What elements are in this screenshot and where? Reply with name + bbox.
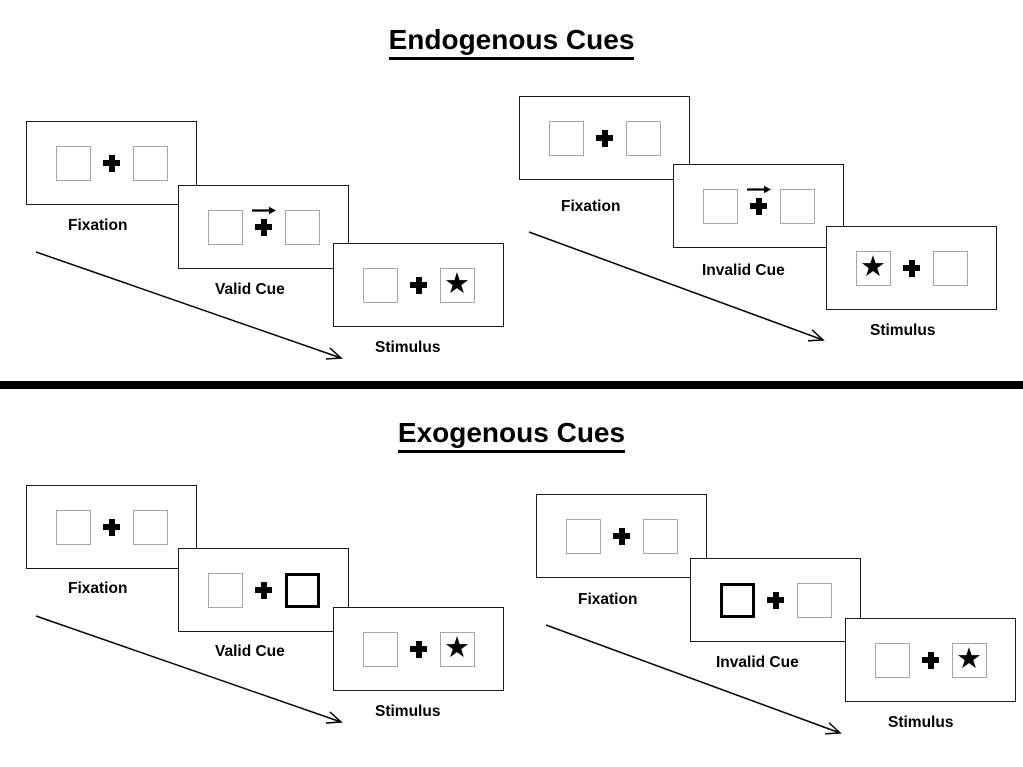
fixation-cross-wrap bbox=[91, 143, 133, 183]
fixation-cross-icon bbox=[410, 640, 427, 658]
panel-content bbox=[207, 570, 320, 610]
fixation-cross-wrap bbox=[738, 185, 780, 226]
trial-panel-fixation bbox=[26, 485, 197, 569]
trial-panel-valid-cue bbox=[178, 185, 349, 269]
cue-arrow-right-icon bbox=[251, 206, 277, 215]
panel-caption-valid-cue: Valid Cue bbox=[215, 643, 285, 660]
fixation-cross-wrap bbox=[755, 580, 797, 620]
trial-panel-fixation bbox=[26, 121, 197, 205]
left-placeholder-square bbox=[874, 642, 910, 678]
right-placeholder-square bbox=[132, 145, 168, 181]
fixation-cross-wrap bbox=[601, 516, 643, 556]
right-placeholder-square bbox=[796, 582, 832, 618]
section-divider bbox=[0, 381, 1023, 389]
panel-caption-stimulus: Stimulus bbox=[888, 714, 954, 731]
panel-content bbox=[719, 580, 832, 620]
section-title-endogenous: Endogenous Cues bbox=[0, 24, 1023, 60]
panel-content bbox=[548, 118, 661, 158]
panel-content bbox=[55, 143, 168, 183]
left-placeholder-square bbox=[702, 188, 738, 224]
panel-content: ★ bbox=[362, 629, 475, 669]
panel-content bbox=[207, 206, 320, 247]
panel-content bbox=[55, 507, 168, 547]
fixation-cross-wrap bbox=[243, 570, 285, 610]
trial-panel-fixation bbox=[519, 96, 690, 180]
right-placeholder-square bbox=[642, 518, 678, 554]
star-icon: ★ bbox=[860, 250, 886, 283]
right-placeholder-square bbox=[932, 250, 968, 286]
section-title-text: Exogenous Cues bbox=[397, 417, 626, 453]
left-placeholder-square bbox=[548, 120, 584, 156]
panel-content: ★ bbox=[362, 265, 475, 305]
panel-content bbox=[702, 185, 815, 226]
section-title-exogenous: Exogenous Cues bbox=[0, 417, 1023, 453]
left-placeholder-square bbox=[565, 518, 601, 554]
left-placeholder-square-cued bbox=[719, 582, 755, 618]
panel-caption-valid-cue: Valid Cue bbox=[215, 281, 285, 298]
cue-arrow-right-icon bbox=[746, 185, 772, 194]
panel-caption-fixation: Fixation bbox=[578, 591, 638, 608]
panel-caption-fixation: Fixation bbox=[68, 217, 128, 234]
panel-caption-fixation: Fixation bbox=[68, 580, 128, 597]
panel-caption-invalid-cue: Invalid Cue bbox=[702, 262, 785, 279]
fixation-cross-icon bbox=[767, 591, 784, 609]
trial-panel-stimulus: ★ bbox=[845, 618, 1016, 702]
trial-panel-fixation bbox=[536, 494, 707, 578]
panel-caption-fixation: Fixation bbox=[561, 198, 621, 215]
panel-caption-stimulus: Stimulus bbox=[375, 703, 441, 720]
right-placeholder-square bbox=[625, 120, 661, 156]
right-placeholder-square: ★ bbox=[439, 267, 475, 303]
fixation-cross-icon bbox=[750, 197, 767, 215]
fixation-cross-wrap bbox=[910, 640, 952, 680]
left-placeholder-square bbox=[207, 572, 243, 608]
fixation-cross-wrap bbox=[398, 265, 440, 305]
trial-panel-valid-cue bbox=[178, 548, 349, 632]
fixation-cross-wrap bbox=[243, 206, 285, 247]
fixation-cross-wrap bbox=[91, 507, 133, 547]
fixation-cross-icon bbox=[922, 651, 939, 669]
panel-content: ★ bbox=[874, 640, 987, 680]
star-icon: ★ bbox=[956, 642, 982, 675]
fixation-cross-icon bbox=[410, 276, 427, 294]
panel-content bbox=[565, 516, 678, 556]
trial-panel-stimulus: ★ bbox=[333, 607, 504, 691]
left-placeholder-square bbox=[362, 631, 398, 667]
star-icon: ★ bbox=[444, 631, 470, 664]
right-placeholder-square bbox=[284, 209, 320, 245]
star-icon: ★ bbox=[444, 267, 470, 300]
trial-panel-invalid-cue bbox=[673, 164, 844, 248]
right-placeholder-square bbox=[779, 188, 815, 224]
fixation-cross-icon bbox=[255, 581, 272, 599]
panel-content: ★ bbox=[855, 248, 968, 288]
fixation-cross-wrap bbox=[584, 118, 626, 158]
left-placeholder-square bbox=[207, 209, 243, 245]
fixation-cross-icon bbox=[903, 259, 920, 277]
right-placeholder-square-cued bbox=[284, 572, 320, 608]
trial-panel-stimulus: ★ bbox=[333, 243, 504, 327]
right-placeholder-square: ★ bbox=[439, 631, 475, 667]
fixation-cross-icon bbox=[613, 527, 630, 545]
left-placeholder-square bbox=[55, 509, 91, 545]
fixation-cross-wrap bbox=[891, 248, 933, 288]
trial-panel-invalid-cue bbox=[690, 558, 861, 642]
fixation-cross-wrap bbox=[398, 629, 440, 669]
left-placeholder-square: ★ bbox=[855, 250, 891, 286]
fixation-cross-icon bbox=[103, 154, 120, 172]
fixation-cross-icon bbox=[255, 218, 272, 236]
panel-caption-stimulus: Stimulus bbox=[870, 322, 936, 339]
trial-panel-stimulus: ★ bbox=[826, 226, 997, 310]
right-placeholder-square: ★ bbox=[951, 642, 987, 678]
section-title-text: Endogenous Cues bbox=[388, 24, 635, 60]
panel-caption-invalid-cue: Invalid Cue bbox=[716, 654, 799, 671]
fixation-cross-icon bbox=[596, 129, 613, 147]
fixation-cross-icon bbox=[103, 518, 120, 536]
right-placeholder-square bbox=[132, 509, 168, 545]
left-placeholder-square bbox=[362, 267, 398, 303]
panel-caption-stimulus: Stimulus bbox=[375, 339, 441, 356]
left-placeholder-square bbox=[55, 145, 91, 181]
